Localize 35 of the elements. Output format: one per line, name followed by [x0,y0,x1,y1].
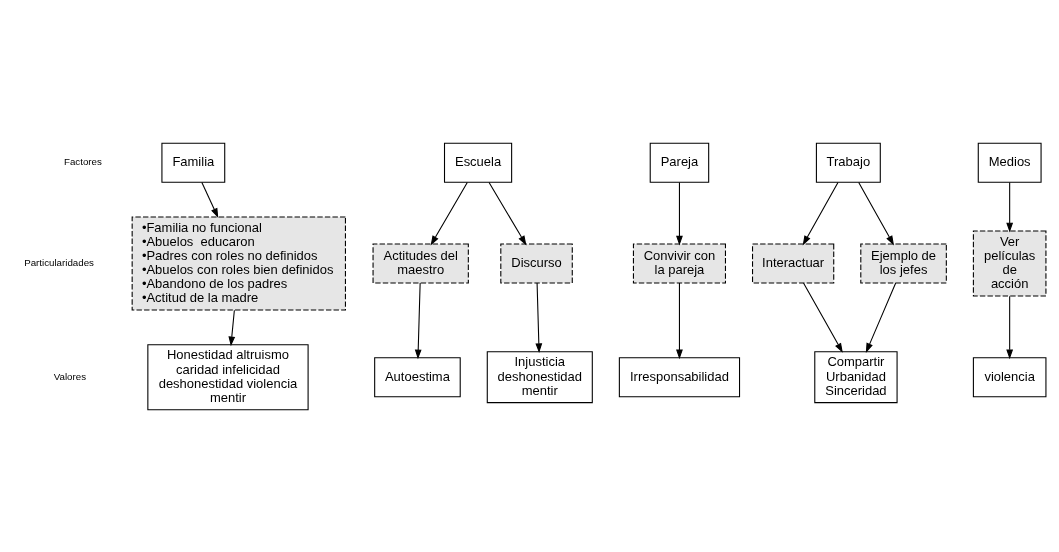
arrow [228,309,236,346]
node-box: Familia [161,142,226,183]
label: Valores [53,370,87,382]
arrow [865,281,897,353]
arrow [430,181,468,245]
node-box: Ejemplo de los jefes [860,243,947,284]
arrow [676,181,683,246]
arrow [802,281,843,353]
node-box: Trabajo [815,142,881,183]
arrow [488,181,527,245]
node-box: Medios [977,142,1042,183]
arrow [414,281,422,359]
node-box: Interactuar [752,243,835,284]
node-box: •Familia no funcional •Abuelos educaron •Padres con roles no definidos •Abuelos con roles bien definidos •Abandono de los padres •Actitud de la madre [131,215,346,311]
arrow [802,181,839,245]
arrow [1006,295,1014,359]
node-box: Autoestima [374,356,461,397]
node-box: Discurso [500,243,573,284]
node-box: Injusticia deshonestidad mentir [486,350,593,403]
arrow [201,181,219,218]
node-box: Irresponsabilidad [618,356,741,397]
node-box: violencia [972,356,1047,397]
node-box: Actitudes del maestro [372,243,469,284]
node-box: Escuela [443,142,513,183]
label: Particularidades [24,256,94,268]
arrow [676,281,683,359]
node-box: Pareja [649,142,710,183]
arrow [858,181,895,245]
label: Factores [63,155,102,167]
node-box: Ver películas de acción [972,230,1047,297]
arrow [535,281,543,353]
node-box: Honestidad altruismo caridad infelicidad deshonestidad violencia mentir [147,343,309,410]
node-box: Compartir Urbanidad Sinceridad [814,350,898,403]
node-box: Convivir con la pareja [632,243,726,284]
arrow [1006,181,1014,232]
